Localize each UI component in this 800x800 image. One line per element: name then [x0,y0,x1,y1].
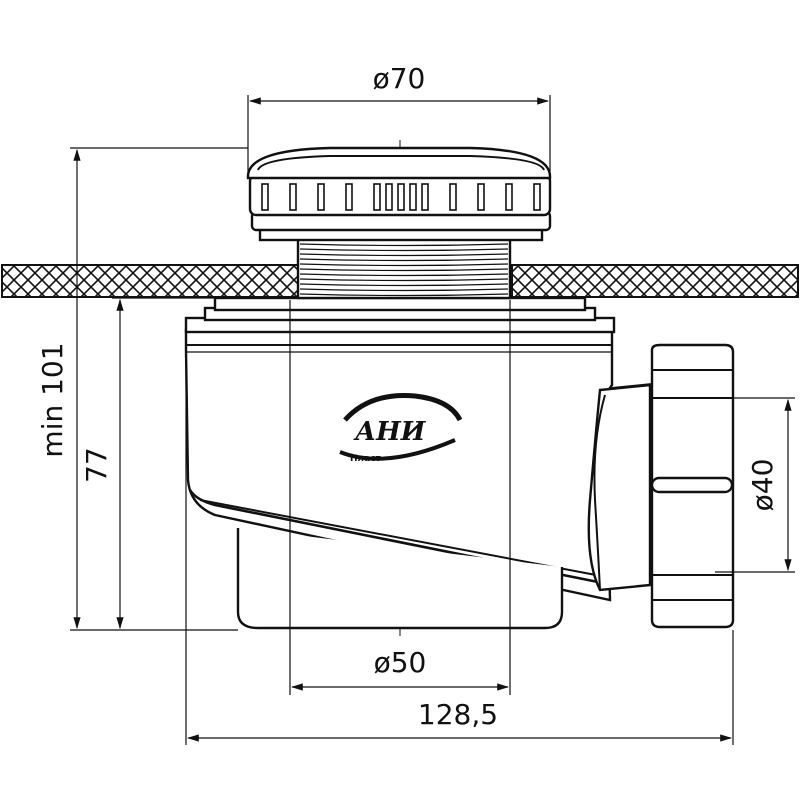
grate-slot [289,183,297,211]
trap-body [184,296,653,630]
side-nut [650,343,735,629]
grate-slot [397,183,405,211]
brand-logo: АНИ Пласт [339,393,463,464]
grate-slot [421,183,429,211]
logo-sub-text: Пласт [350,454,382,464]
grate-slot [505,183,513,211]
grate-slot [385,183,393,211]
dim-min-height-label: min 101 [36,342,69,457]
floor-slab-right [511,264,799,298]
thread-line [299,293,509,297]
dim-body-height-label: 77 [80,447,113,483]
thread-line [299,258,509,262]
grate-slot [261,183,269,211]
grate-slot [477,183,485,211]
grate-slot [449,183,457,211]
grate-slot [345,183,353,211]
thread-line [299,288,509,292]
grate-slot [317,183,325,211]
drain-cap [246,146,552,242]
thread-line [299,283,509,287]
thread-line [299,273,509,277]
floor-slab [1,264,799,298]
grate-slot [373,183,381,211]
thread-line [299,248,509,252]
logo-brand-text: АНИ [353,417,427,447]
grate-slot [409,183,417,211]
dim-top-diameter-label: ø70 [373,62,426,95]
thread-line [299,278,509,282]
threaded-neck [296,236,512,300]
dim-side-diameter-label: ø40 [746,459,779,512]
dim-min-height: min 101 [36,147,248,631]
dim-top-diameter: ø70 [247,62,551,175]
thread-line [299,268,509,272]
thread-line [299,253,509,257]
floor-slab-left [1,264,299,298]
thread-line [299,243,509,247]
thread-line [299,263,509,267]
grate-slot [533,183,541,211]
dim-body-height: 77 [80,297,215,630]
dim-side-diameter: ø40 [715,397,795,573]
dim-bottom-diameter: ø50 [289,300,511,695]
dim-total-width-label: 128,5 [418,698,498,731]
dim-total-width: 128,5 [185,330,734,745]
dim-bottom-diameter-label: ø50 [374,646,427,679]
